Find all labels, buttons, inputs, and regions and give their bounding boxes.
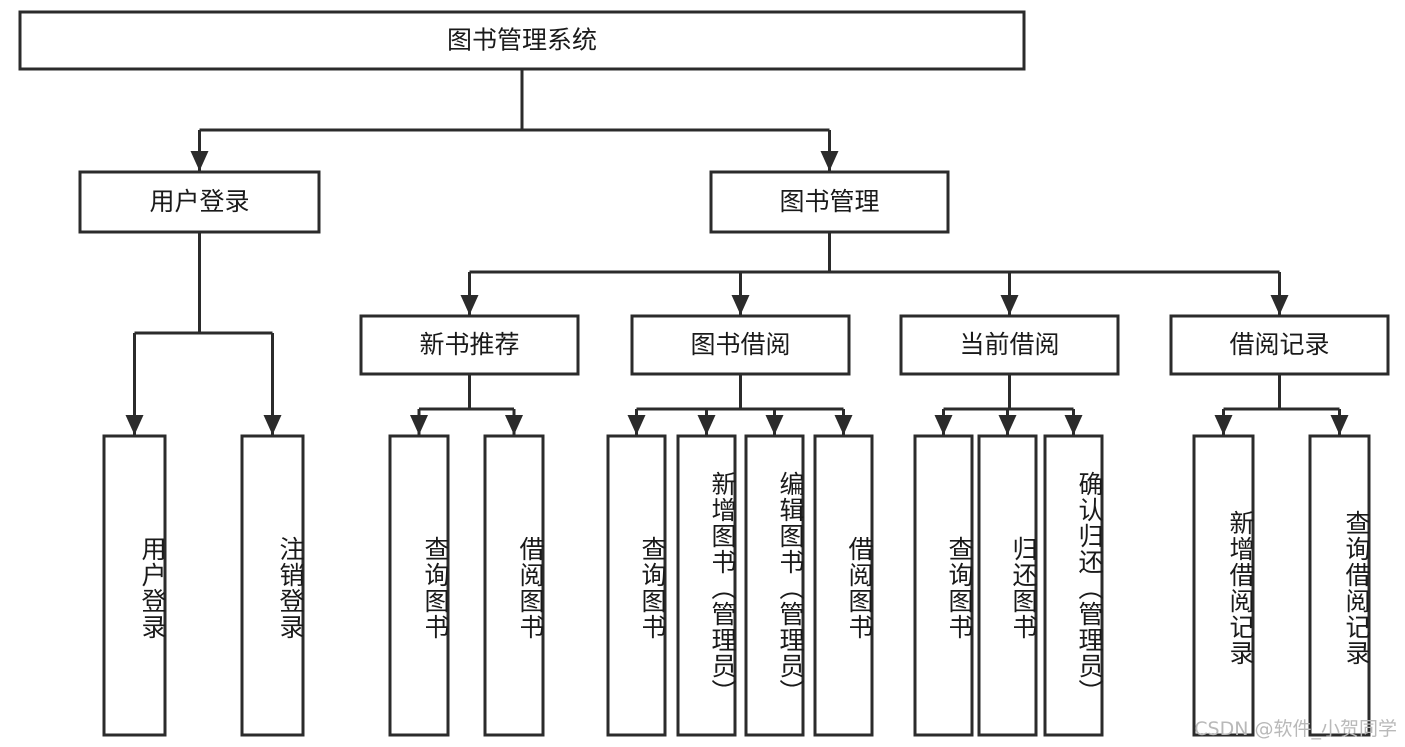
- node-box-borrow-record[interactable]: [1169, 314, 1390, 376]
- node-label-leaf-borrow-book-1: 借阅图书: [516, 535, 545, 640]
- arrowhead-icon: [1000, 295, 1019, 315]
- node-label-leaf-add-book: 新增图书（管理员）: [708, 470, 737, 705]
- node-label-leaf-confirm-return: 确认归还（管理员）: [1075, 470, 1104, 705]
- node-box-user-login[interactable]: [78, 170, 321, 234]
- node-box-layer: [18, 10, 1390, 737]
- node-box-leaf-borrow-book-1[interactable]: [483, 434, 545, 737]
- node-box-leaf-query-book-3[interactable]: [913, 434, 974, 737]
- arrowhead-icon: [998, 415, 1017, 435]
- node-box-leaf-logout[interactable]: [240, 434, 305, 737]
- arrowhead-icon: [410, 415, 428, 435]
- node-box-leaf-add-record[interactable]: [1192, 434, 1255, 737]
- node-box-leaf-borrow-book-2[interactable]: [813, 434, 874, 737]
- node-label-leaf-query-book-3: 查询图书: [945, 535, 974, 640]
- node-label-leaf-add-record: 新增借阅记录: [1226, 509, 1255, 666]
- arrowhead-icon: [934, 415, 953, 435]
- arrowhead-icon: [460, 295, 479, 315]
- node-label-book-manage: 图书管理: [779, 187, 879, 216]
- arrowhead-icon: [834, 415, 853, 435]
- arrowhead-icon: [697, 415, 716, 435]
- node-box-leaf-return-book[interactable]: [977, 434, 1038, 737]
- node-label-leaf-borrow-book-2: 借阅图书: [845, 535, 874, 640]
- node-box-current-borrow[interactable]: [899, 314, 1120, 376]
- arrowhead-icon: [125, 415, 144, 435]
- node-label-leaf-return-book: 归还图书: [1009, 535, 1038, 640]
- node-box-leaf-edit-book[interactable]: [744, 434, 805, 737]
- node-label-new-book-recommend: 新书推荐: [419, 330, 519, 359]
- node-box-root[interactable]: [18, 10, 1026, 71]
- csdn-watermark: CSDN @软件_小贺同学: [1194, 718, 1397, 740]
- arrowhead-icon: [505, 415, 523, 435]
- arrowhead-icon: [627, 415, 646, 435]
- node-label-leaf-query-book-2: 查询图书: [638, 535, 667, 640]
- node-label-book-borrow: 图书借阅: [690, 330, 790, 359]
- node-label-leaf-logout: 注销登录: [276, 535, 305, 640]
- arrowhead-icon: [765, 415, 784, 435]
- arrowhead-icon: [263, 415, 282, 435]
- arrowhead-icon: [731, 295, 750, 315]
- node-label-borrow-record: 借阅记录: [1229, 330, 1329, 359]
- arrowhead-icon: [1270, 295, 1289, 315]
- connector-layer: [125, 69, 1349, 435]
- arrowhead-icon: [820, 151, 839, 171]
- node-box-book-manage[interactable]: [709, 170, 950, 234]
- arrowhead-icon: [1064, 415, 1083, 435]
- node-label-leaf-edit-book: 编辑图书（管理员）: [776, 470, 805, 705]
- node-box-leaf-confirm-return[interactable]: [1043, 434, 1104, 737]
- arrowhead-icon: [1214, 415, 1233, 435]
- node-label-root: 图书管理系统: [447, 26, 597, 55]
- arrowhead-icon: [190, 151, 209, 171]
- node-box-leaf-user-login[interactable]: [102, 434, 167, 737]
- node-label-current-borrow: 当前借阅: [959, 330, 1059, 359]
- node-label-leaf-query-book-1: 查询图书: [421, 535, 450, 640]
- node-box-leaf-query-record[interactable]: [1308, 434, 1371, 737]
- node-box-new-book-recommend[interactable]: [359, 314, 580, 376]
- node-box-leaf-query-book-2[interactable]: [606, 434, 667, 737]
- arrowhead-icon: [1330, 415, 1349, 435]
- node-label-leaf-user-login: 用户登录: [138, 535, 167, 640]
- node-box-leaf-add-book[interactable]: [676, 434, 737, 737]
- node-label-leaf-query-record: 查询借阅记录: [1342, 509, 1371, 666]
- node-label-user-login: 用户登录: [149, 187, 249, 216]
- node-box-leaf-query-book-1[interactable]: [388, 434, 450, 737]
- node-box-book-borrow[interactable]: [630, 314, 851, 376]
